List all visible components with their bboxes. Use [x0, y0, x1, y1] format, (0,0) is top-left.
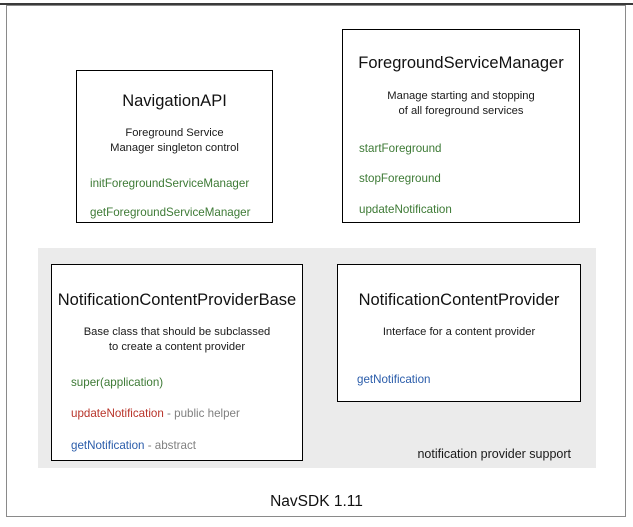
method-item[interactable]: startForeground	[359, 141, 579, 155]
method-item[interactable]: updateNotification	[359, 204, 579, 216]
class-title: NavigationAPI	[122, 92, 227, 110]
method-name: updateNotification	[71, 407, 164, 421]
class-description-line: Interface for a content provider	[382, 326, 536, 339]
class-description: Foreground Service Manager singleton con…	[77, 126, 272, 156]
class-description: Manage starting and stopping of all fore…	[343, 89, 579, 119]
method-note: - abstract	[144, 438, 197, 452]
method-list: super(application) updateNotification - …	[52, 375, 302, 452]
class-title: NotificationContentProviderBase	[57, 291, 297, 309]
class-title: ForegroundServiceManager	[358, 54, 564, 72]
method-item[interactable]: updateNotification - public helper	[71, 408, 302, 420]
class-title: NotificationContentProvider	[358, 291, 560, 309]
class-box-foreground-service-manager[interactable]: ForegroundServiceManager Manage starting…	[342, 29, 580, 223]
class-description-line: Foreground Service	[125, 127, 224, 140]
method-name: stopForeground	[359, 172, 441, 186]
method-list: initForegroundServiceManager getForegrou…	[77, 176, 272, 219]
method-name: updateNotification	[359, 202, 452, 216]
method-name: getNotification	[357, 372, 431, 386]
footer-caption: NavSDK 1.11	[270, 493, 363, 510]
class-description-line: Base class that should be subclassed	[83, 326, 271, 339]
method-item[interactable]: initForegroundServiceManager	[90, 176, 272, 190]
method-item[interactable]: stopForeground	[359, 173, 579, 185]
group-panel-label: notification provider support	[417, 447, 571, 461]
class-box-notification-content-provider-base[interactable]: NotificationContentProviderBase Base cla…	[51, 264, 303, 461]
method-list: getNotification	[338, 374, 580, 386]
class-box-notification-content-provider[interactable]: NotificationContentProvider Interface fo…	[337, 264, 581, 402]
method-note: - public helper	[163, 407, 240, 421]
frame-top-rule	[0, 3, 633, 5]
method-item[interactable]: super(application)	[71, 375, 302, 389]
method-list: startForeground stopForeground updateNot…	[343, 141, 579, 216]
class-description: Interface for a content provider	[338, 325, 580, 340]
class-description-line: Manager singleton control	[110, 141, 239, 154]
class-description-line: Manage starting and stopping	[387, 90, 535, 103]
class-description: Base class that should be subclassed to …	[52, 325, 302, 355]
method-name: super(application)	[71, 375, 164, 389]
method-item[interactable]: getNotification - abstract	[71, 440, 302, 452]
class-box-navigation-api[interactable]: NavigationAPI Foreground Service Manager…	[76, 70, 273, 223]
method-name: getNotification	[71, 438, 145, 452]
method-item[interactable]: getForegroundServiceManager	[90, 207, 272, 219]
method-item[interactable]: getNotification	[357, 374, 580, 386]
method-name: initForegroundServiceManager	[90, 176, 250, 190]
class-description-line: to create a content provider	[108, 340, 246, 353]
class-description-line: of all foreground services	[398, 104, 524, 117]
method-name: getForegroundServiceManager	[90, 206, 251, 220]
method-name: startForeground	[359, 141, 442, 155]
